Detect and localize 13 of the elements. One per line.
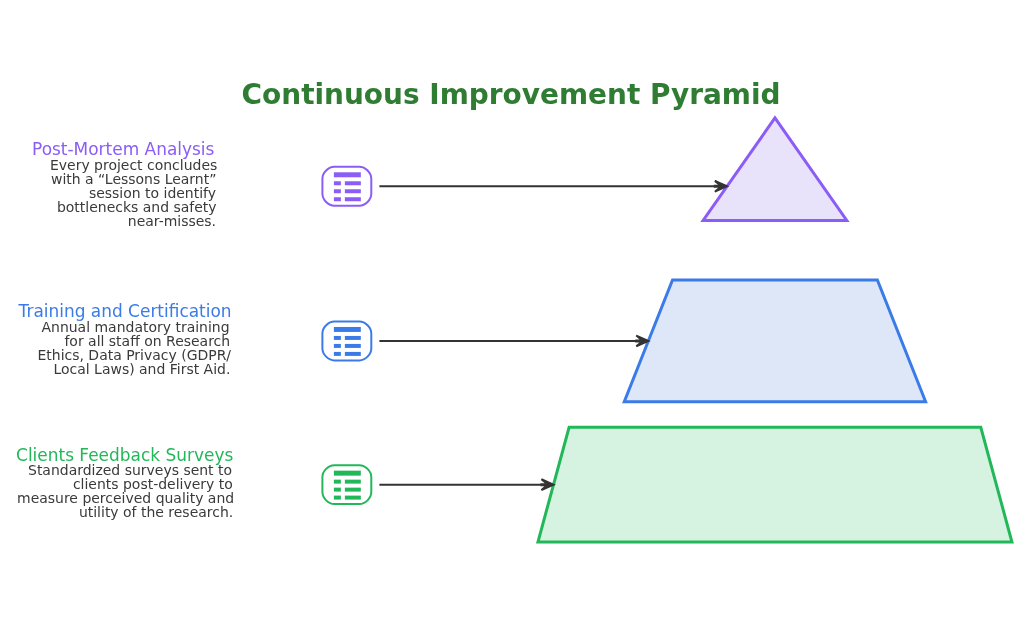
node-trapezoid: [622, 278, 928, 404]
node-picture: [321, 320, 373, 362]
node-picture: [321, 464, 373, 506]
node-text: Training and Certification Annual mandatory training for all staff on Research Ethics, Data Privacy (GDPR/ Local Laws) and First Aid.: [18, 301, 232, 377]
node-triangle: [700, 115, 850, 222]
diagram-title: Continuous Improvement Pyramid: [241, 78, 781, 112]
node-text: Clients Feedback Surveys Standardized surveys sent to clients post-delivery to measure perceived quality and utility of the research.: [16, 444, 235, 521]
arrow: [378, 179, 728, 193]
node-trapezoid: [536, 425, 1014, 544]
node-picture: [321, 165, 373, 207]
arrow: [378, 334, 650, 348]
arrow: [378, 478, 555, 491]
node-text: Post-Mortem Analysis Every project concludes with a “Lessons Learnt” session to identify bottlenecks and safety near-misses.: [32, 139, 218, 229]
